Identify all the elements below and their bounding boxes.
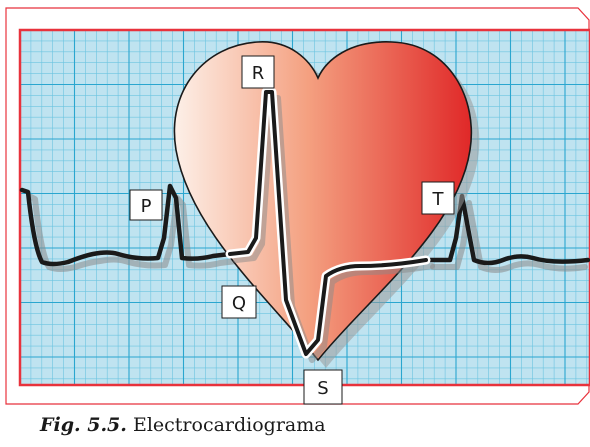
label-t: T [422,182,454,214]
label-r-text: R [252,63,265,84]
label-t-text: T [432,189,445,210]
label-r: R [242,56,274,88]
figure-caption: Fig. 5.5. Electrocardiograma [40,414,326,436]
caption-figure-number: Fig. 5.5. [40,414,127,436]
caption-text: Electrocardiograma [133,414,326,436]
label-s-text: S [317,378,328,399]
label-q-text: Q [232,293,246,314]
label-p: P [130,190,162,220]
label-s: S [304,370,342,404]
label-q: Q [222,286,256,318]
label-p-text: P [141,196,152,217]
